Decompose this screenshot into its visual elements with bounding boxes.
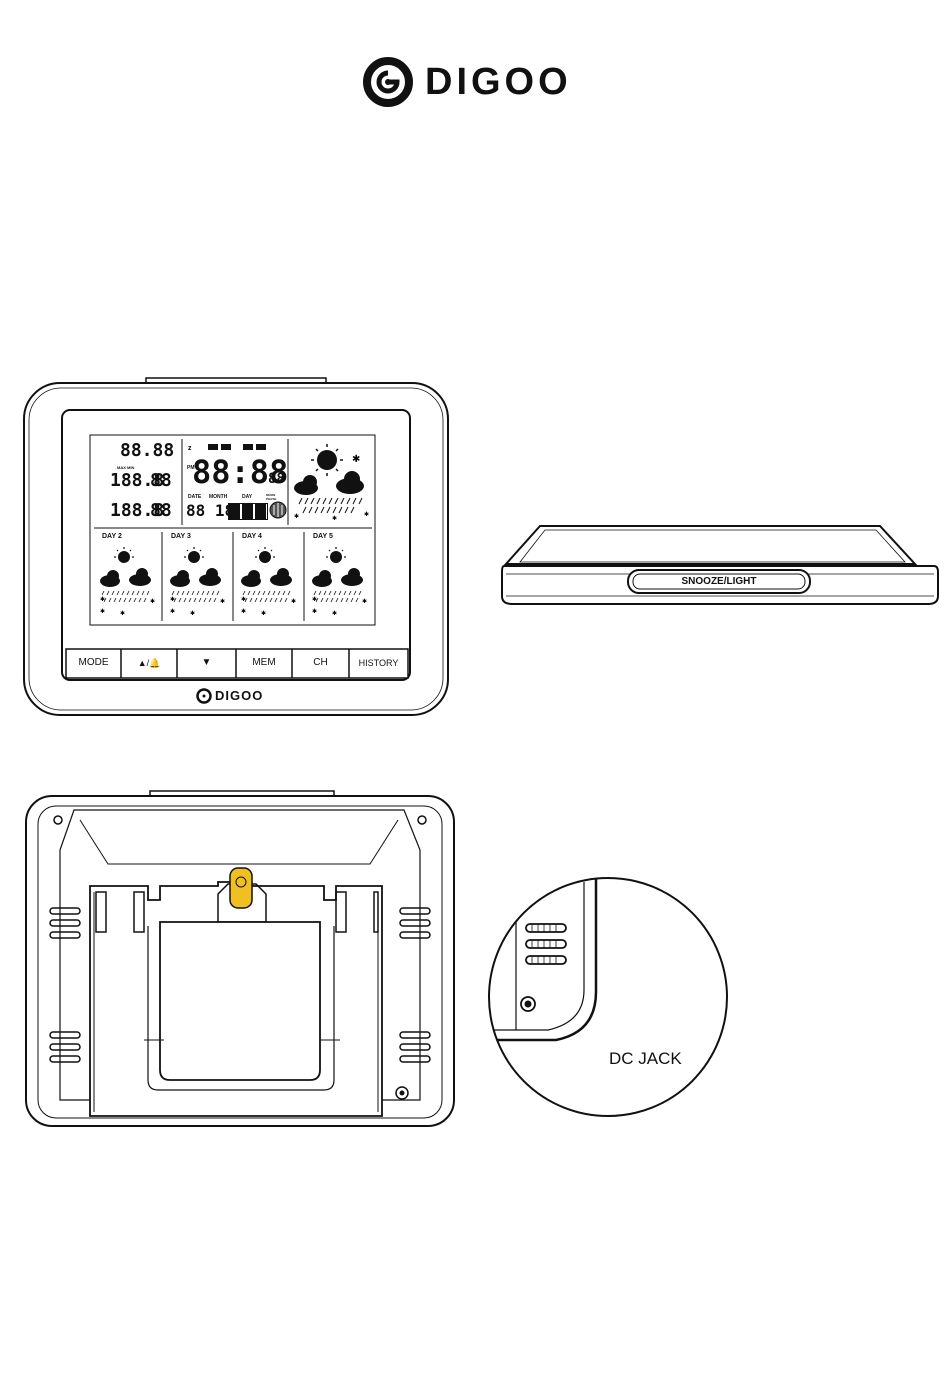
svg-text:✱: ✱ bbox=[120, 610, 125, 617]
svg-text:✱: ✱ bbox=[150, 598, 155, 605]
day3-forecast-icon: ✱ ✱ ✱ ✱ bbox=[168, 543, 228, 618]
mode-button[interactable]: MODE bbox=[66, 656, 121, 670]
indoor-hum-readout: 88 bbox=[150, 501, 172, 521]
svg-text:✱: ✱ bbox=[364, 511, 369, 518]
main-forecast-icon: ✱ ✱ ✱ ✱ bbox=[292, 440, 374, 520]
day5-forecast-icon: ✱ ✱ ✱ ✱ bbox=[310, 543, 370, 618]
back-view bbox=[24, 790, 456, 1130]
day-label: DAY bbox=[242, 494, 252, 500]
svg-text:✱: ✱ bbox=[241, 608, 246, 615]
mem-button[interactable]: MEM bbox=[236, 656, 292, 670]
brand-logo-text: DIGOO bbox=[425, 61, 572, 103]
brand-logo: DIGOO bbox=[363, 57, 593, 107]
svg-text:✱: ✱ bbox=[312, 596, 317, 603]
svg-text:✱: ✱ bbox=[220, 598, 225, 605]
outdoor-hum-readout: 88 bbox=[150, 471, 172, 491]
svg-text:✱: ✱ bbox=[241, 596, 246, 603]
svg-text:✱: ✱ bbox=[312, 608, 317, 615]
date-readout: 88 18 bbox=[186, 502, 234, 520]
day4-forecast-icon: ✱ ✱ ✱ ✱ bbox=[239, 543, 299, 618]
pressure-readout: 88.88 bbox=[120, 441, 174, 461]
month-label: MONTH bbox=[209, 494, 227, 500]
svg-text:✱: ✱ bbox=[294, 513, 299, 520]
dc-jack-detail: DC JACK bbox=[486, 872, 730, 1122]
day-label-3: DAY 3 bbox=[171, 533, 191, 541]
ch-button[interactable]: CH bbox=[292, 656, 349, 670]
bottom-logo-text: DIGOO bbox=[215, 688, 263, 704]
bottom-logo-icon bbox=[196, 688, 212, 704]
svg-text:✱: ✱ bbox=[352, 454, 360, 465]
moon-phase-label: MOON PHASE bbox=[266, 493, 280, 501]
dc-jack-label: DC JACK bbox=[609, 1049, 682, 1069]
side-view: SNOOZE/LIGHT bbox=[500, 520, 940, 610]
svg-text:✱: ✱ bbox=[332, 515, 337, 522]
moon-icon bbox=[269, 501, 289, 521]
sun-icon bbox=[311, 444, 343, 476]
svg-text:✱: ✱ bbox=[170, 608, 175, 615]
svg-text:✱: ✱ bbox=[100, 608, 105, 615]
hanging-hole-icon bbox=[230, 868, 252, 908]
seconds-readout: 88 bbox=[268, 471, 285, 487]
alarm-indicators: z bbox=[188, 443, 278, 453]
svg-text:✱: ✱ bbox=[190, 610, 195, 617]
rain-icon bbox=[299, 498, 362, 513]
svg-text:✱: ✱ bbox=[100, 596, 105, 603]
snooze-light-button[interactable]: SNOOZE/LIGHT bbox=[628, 575, 810, 588]
svg-text:✱: ✱ bbox=[261, 610, 266, 617]
day2-forecast-icon: ✱ ✱ ✱ ✱ bbox=[98, 543, 158, 618]
cloud-icon bbox=[294, 471, 364, 495]
svg-text:z: z bbox=[188, 445, 192, 452]
up-alarm-button[interactable]: ▲/🔔 bbox=[121, 656, 177, 670]
date-label: DATE bbox=[188, 494, 201, 500]
svg-text:✱: ✱ bbox=[291, 598, 296, 605]
svg-text:✱: ✱ bbox=[170, 596, 175, 603]
day-label-5: DAY 5 bbox=[313, 533, 333, 541]
front-view: 88.88 188.8 88 188.8 88 MAX MIN PM 88:88… bbox=[20, 375, 452, 720]
svg-text:✱: ✱ bbox=[362, 598, 367, 605]
down-button[interactable]: ▼ bbox=[177, 656, 236, 670]
day-label-4: DAY 4 bbox=[242, 533, 262, 541]
max-min-label: MAX MIN bbox=[117, 465, 134, 470]
history-button[interactable]: HISTORY bbox=[349, 656, 408, 670]
day-of-week-segments bbox=[228, 503, 268, 520]
svg-text:✱: ✱ bbox=[332, 610, 337, 617]
day-label-2: DAY 2 bbox=[102, 533, 122, 541]
